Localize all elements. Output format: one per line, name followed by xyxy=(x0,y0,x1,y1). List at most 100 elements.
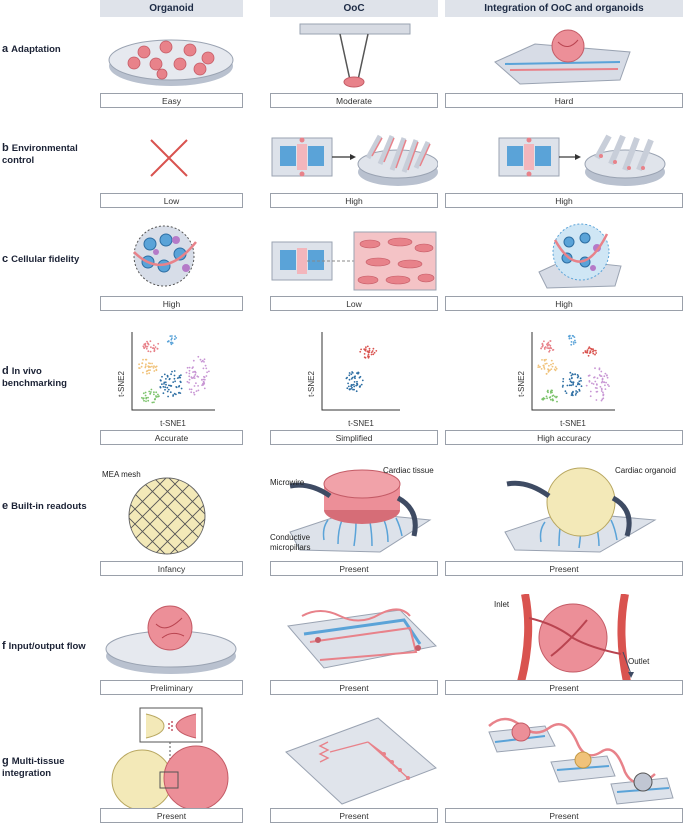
tsne-point xyxy=(171,335,173,337)
rating-badge: High accuracy xyxy=(445,430,683,445)
cross-icon xyxy=(147,136,191,180)
tsne-point xyxy=(151,362,153,365)
tsne-point xyxy=(190,391,193,394)
tsne-point xyxy=(144,342,147,345)
tsne-point xyxy=(571,393,574,396)
tsne-point xyxy=(143,347,146,350)
tsne-point xyxy=(604,372,607,375)
tsne-point xyxy=(550,363,552,366)
tsne-point xyxy=(588,374,590,377)
tsne-point xyxy=(144,345,147,348)
tsne-point xyxy=(548,350,550,353)
tsne-point xyxy=(205,367,208,370)
tsne-point xyxy=(348,374,351,377)
tsne-point xyxy=(572,384,574,386)
tsne-point xyxy=(149,366,152,368)
tsne-point xyxy=(350,378,353,380)
tsne-point xyxy=(603,375,606,378)
ooc-cell-culture-illustration xyxy=(270,230,438,292)
tsne-point xyxy=(188,375,191,378)
integration-chip-grooves-illustration xyxy=(497,120,667,190)
tsne-ylabel: t-SNE2 xyxy=(307,371,316,397)
tsne-point xyxy=(346,387,349,390)
tsne-point xyxy=(549,369,551,372)
tsne-point xyxy=(145,358,148,361)
tsne-point xyxy=(541,359,543,361)
tsne-point xyxy=(193,370,196,373)
tsne-point xyxy=(144,366,147,369)
tsne-point xyxy=(346,376,348,379)
tsne-point xyxy=(347,382,349,385)
tsne-point xyxy=(201,384,203,387)
tsne-point xyxy=(546,344,549,347)
tsne-point xyxy=(370,351,373,354)
tsne-point xyxy=(589,395,592,398)
tsne-point xyxy=(552,362,554,365)
tsne-point xyxy=(360,383,363,386)
tsne-point xyxy=(571,373,574,375)
tsne-point xyxy=(205,375,208,377)
tsne-point xyxy=(153,393,155,396)
tsne-point xyxy=(360,348,362,351)
tsne-point xyxy=(554,395,556,398)
tsne-point xyxy=(547,341,550,344)
tsne-point xyxy=(550,368,553,370)
tsne-point xyxy=(588,380,591,383)
tsne-point xyxy=(602,393,605,396)
tsne-point xyxy=(140,365,143,368)
tsne-point xyxy=(194,373,197,376)
tsne-point xyxy=(162,385,165,388)
rating-badge: Low xyxy=(100,193,243,208)
tsne-ylabel: t-SNE2 xyxy=(117,371,126,397)
tsne-point xyxy=(155,391,158,394)
tsne-point xyxy=(603,381,605,384)
tsne-point xyxy=(178,385,181,387)
tsne-point xyxy=(350,373,353,376)
tsne-point xyxy=(146,340,148,343)
tsne-point xyxy=(168,384,170,387)
tsne-point xyxy=(600,399,603,402)
ooc-multi-channel-chip-illustration xyxy=(280,712,440,806)
tsne-point xyxy=(353,385,356,388)
tsne-point xyxy=(155,368,158,371)
tsne-point xyxy=(593,376,596,378)
tsne-point xyxy=(163,381,166,384)
tsne-point xyxy=(147,399,150,402)
tsne-point xyxy=(585,384,588,387)
tsne-point xyxy=(170,343,173,346)
tsne-point xyxy=(545,373,548,375)
tsne-point xyxy=(186,366,189,369)
tsne-point xyxy=(194,371,197,374)
tsne-point xyxy=(554,366,557,368)
tsne-point xyxy=(594,380,597,383)
tsne-point xyxy=(573,336,576,338)
tsne-point xyxy=(556,395,558,398)
tsne-point xyxy=(579,377,582,380)
tsne-point xyxy=(594,353,596,356)
tsne-point xyxy=(537,366,540,368)
tsne-point xyxy=(203,387,206,390)
integration-flow-illustration xyxy=(495,594,655,682)
tsne-point xyxy=(172,394,175,396)
tsne-point xyxy=(545,395,548,398)
tsne-point xyxy=(166,386,169,389)
tsne-point xyxy=(372,347,375,350)
tsne-point xyxy=(153,365,155,368)
tsne-point xyxy=(197,376,200,378)
tsne-point xyxy=(577,382,580,385)
rating-badge: Infancy xyxy=(100,561,243,576)
tsne-point xyxy=(166,375,169,378)
tsne-point xyxy=(578,388,581,391)
tsne-point xyxy=(144,391,147,394)
tsne-point xyxy=(551,365,554,368)
tsne-point xyxy=(548,343,550,346)
tsne-point xyxy=(138,363,140,366)
tsne-point xyxy=(169,391,172,394)
tsne-point xyxy=(188,366,191,369)
tsne-point xyxy=(586,349,589,352)
tsne-point xyxy=(564,390,567,393)
tsne-point xyxy=(591,348,593,350)
tsne-point xyxy=(143,399,145,402)
integration-cell-cluster-illustration xyxy=(535,220,625,292)
